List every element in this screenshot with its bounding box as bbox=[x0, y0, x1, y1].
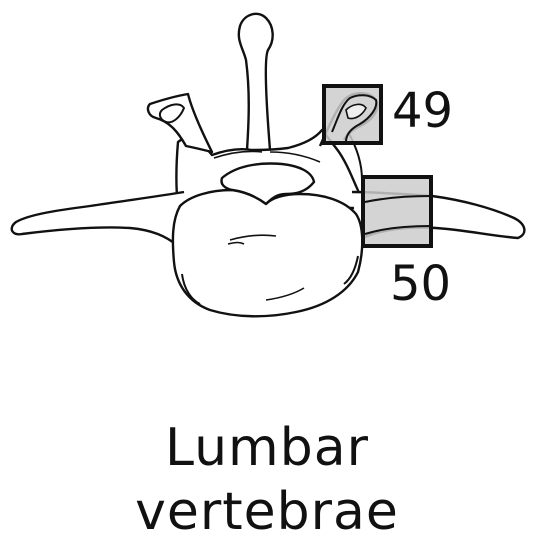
left-transverse-process bbox=[10, 190, 185, 247]
pedicle-line-right bbox=[269, 151, 321, 163]
marker-box-50 bbox=[361, 175, 433, 248]
caption-title-line-2: vertebrae bbox=[135, 482, 399, 542]
vertebral-body bbox=[171, 188, 364, 318]
body-ring-mark-3 bbox=[265, 287, 305, 301]
marker-box-49-inner-outline bbox=[331, 94, 378, 143]
body-ring-mark-2 bbox=[227, 241, 245, 245]
spinous-process bbox=[237, 12, 274, 151]
pedicle-line-left bbox=[213, 150, 263, 159]
body-lip-left bbox=[181, 273, 201, 305]
caption-title-line-1: Lumbar bbox=[165, 418, 369, 478]
marker-label-49: 49 bbox=[392, 83, 453, 139]
marker-box-49-inner-facet bbox=[345, 103, 367, 120]
marker-box-50-inner-line-2 bbox=[364, 225, 432, 235]
left-articular-facet bbox=[158, 103, 185, 124]
body-ring-mark-1 bbox=[229, 234, 277, 241]
marker-box-50-inner-line-1 bbox=[364, 195, 432, 203]
body-lip-right bbox=[343, 255, 359, 285]
marker-label-50: 50 bbox=[390, 256, 451, 312]
